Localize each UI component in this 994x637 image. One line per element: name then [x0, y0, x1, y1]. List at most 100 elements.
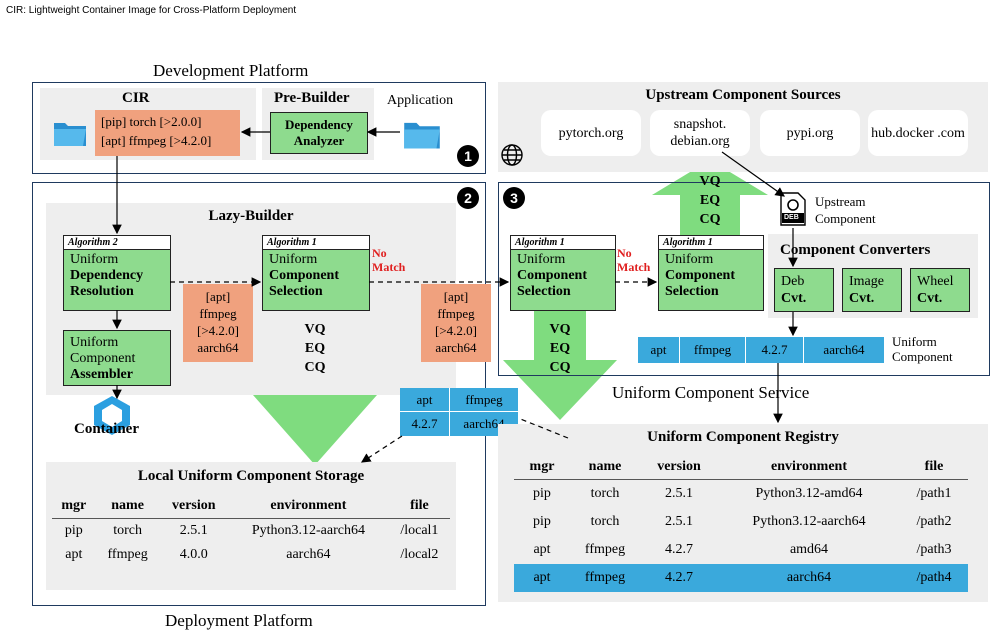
assembler-line-1: Uniform Component	[70, 335, 136, 366]
local-col-environment: environment	[270, 498, 347, 513]
table-row: pip torch 2.5.1 Python3.12-aarch64 /loca…	[52, 519, 450, 544]
request-local-line-4: aarch64	[197, 340, 239, 355]
cell: 4.0.0	[179, 547, 208, 562]
cell: pip	[64, 523, 83, 538]
local-col-file: file	[410, 498, 429, 513]
no-match-label-local: No Match	[372, 246, 406, 274]
no-match-label-service: No Match	[617, 246, 651, 274]
alg2-line-1: Uniform	[70, 252, 119, 267]
service-title: Uniform Component Service	[612, 383, 810, 402]
alg2-dependency-resolution: Algorithm 2 Uniform Dependency Resolutio…	[63, 235, 171, 311]
eq-label-service: EQ	[549, 341, 571, 356]
upstream-title: Upstream Component Sources	[645, 87, 841, 103]
image-converter: Image Cvt.	[842, 268, 902, 312]
cell: 2.5.1	[665, 513, 693, 529]
request-service-line-4: aarch64	[435, 340, 477, 355]
cell: Python3.12-amd64	[755, 485, 863, 501]
registry-col-version: version	[657, 459, 701, 474]
query-labels-service: VQ EQ CQ	[540, 320, 580, 377]
cell: amd64	[789, 541, 829, 557]
deb-package-icon	[779, 192, 807, 231]
uniform-component-assembler: Uniform Component Assembler	[63, 330, 171, 386]
registry-col-file: file	[924, 459, 944, 474]
alg1-service-header: Algorithm 1	[511, 236, 615, 250]
container-label: Container	[74, 421, 139, 437]
cell: aarch64	[786, 569, 832, 585]
request-local-line-1: [apt]	[205, 289, 231, 304]
request-service-line-2: ffmpeg	[437, 306, 475, 321]
globe-icon	[500, 143, 524, 172]
alg1-upstream-selection: Algorithm 1 Uniform Component Selection	[658, 235, 764, 311]
query-labels-local: VQ EQ CQ	[295, 320, 335, 377]
request-local-line-2: ffmpeg	[199, 306, 237, 321]
cell: pip	[533, 513, 551, 529]
source-pypi: pypi.org	[760, 110, 860, 156]
alg2-header: Algorithm 2	[64, 236, 170, 250]
registry-panel	[498, 424, 988, 602]
cell: 4.2.7	[665, 569, 693, 585]
cell: Python3.12-aarch64	[251, 523, 365, 538]
down-arrow-service	[503, 310, 617, 420]
registry-col-name: name	[588, 459, 622, 474]
cell: apt	[533, 541, 551, 557]
vq-label-service: VQ	[549, 322, 571, 337]
cir-title: CIR	[122, 90, 150, 106]
cell: torch	[113, 523, 142, 538]
dev-platform-title: Development Platform	[153, 61, 309, 80]
cell: /path2	[916, 513, 952, 529]
cell: torch	[590, 513, 620, 529]
badge-1: 1	[457, 145, 479, 167]
cq-label-service: CQ	[549, 360, 571, 375]
uc-cell-name: ffmpeg	[680, 337, 746, 363]
source-pytorch: pytorch.org	[541, 110, 641, 156]
cell: aarch64	[286, 547, 331, 562]
badge-2: 2	[457, 187, 479, 209]
result-cell-env: aarch64	[463, 416, 505, 431]
wheel-converter: Wheel Cvt.	[910, 268, 970, 312]
cq-label-upstream: CQ	[699, 212, 721, 227]
request-local-line-3: [>4.2.0]	[197, 323, 239, 338]
request-box-local: [apt] ffmpeg [>4.2.0] aarch64	[183, 284, 253, 362]
application-label: Application	[387, 93, 454, 108]
wheel-converter-l2: Cvt.	[917, 291, 943, 306]
container-cube-icon	[92, 394, 132, 441]
wheel-converter-l1: Wheel	[917, 274, 954, 289]
registry-col-mgr: mgr	[529, 459, 555, 474]
deploy-platform-title: Deployment Platform	[165, 611, 313, 630]
eq-label-local: EQ	[304, 341, 326, 356]
lazy-builder-title: Lazy-Builder	[208, 208, 294, 224]
alg1-service-selection: Algorithm 1 Uniform Component Selection	[510, 235, 616, 311]
cell: apt	[533, 569, 551, 585]
query-labels-upstream: VQ EQ CQ	[690, 172, 730, 229]
cell: Python3.12-aarch64	[752, 513, 866, 529]
dependency-analyzer-box: Dependency Analyzer	[270, 112, 368, 154]
dependency-analyzer-label: Dependency Analyzer	[285, 117, 353, 148]
deb-label: DEB	[784, 214, 799, 221]
eq-label-upstream: EQ	[699, 193, 721, 208]
assembler-line-2: Assembler	[70, 367, 133, 382]
table-row: apt ffmpeg 4.0.0 aarch64 /local2	[52, 543, 450, 567]
uniform-component-row: apt ffmpeg 4.2.7 aarch64	[638, 337, 884, 363]
alg1-upstream-header: Algorithm 1	[659, 236, 763, 250]
alg1-upstream-line-1: Uniform	[665, 252, 714, 267]
uc-cell-version: 4.2.7	[746, 337, 804, 363]
alg1-service-line-1: Uniform	[517, 252, 566, 267]
local-col-mgr: mgr	[61, 498, 87, 513]
cell: /local1	[400, 523, 439, 538]
registry-table: mgr name version environment file pip to…	[514, 455, 968, 592]
uniform-component-label: Uniform Component	[892, 334, 953, 364]
cell: /path3	[916, 541, 952, 557]
result-cell-name: ffmpeg	[450, 388, 518, 412]
cir-spec-line-1: [pip] torch [>2.0.0]	[101, 114, 202, 129]
cell: ffmpeg	[584, 569, 626, 585]
vq-label-upstream: VQ	[699, 174, 721, 189]
cell: pip	[533, 485, 551, 501]
request-service-line-3: [>4.2.0]	[435, 323, 477, 338]
table-row: pip torch 2.5.1 Python3.12-aarch64 /path…	[514, 508, 968, 536]
uc-cell-env: aarch64	[823, 342, 865, 357]
local-col-name: name	[111, 498, 144, 513]
request-service-line-1: [apt]	[443, 289, 469, 304]
deb-converter: Deb Cvt.	[774, 268, 834, 312]
cell: /local2	[400, 547, 439, 562]
cell: 4.2.7	[665, 541, 693, 557]
